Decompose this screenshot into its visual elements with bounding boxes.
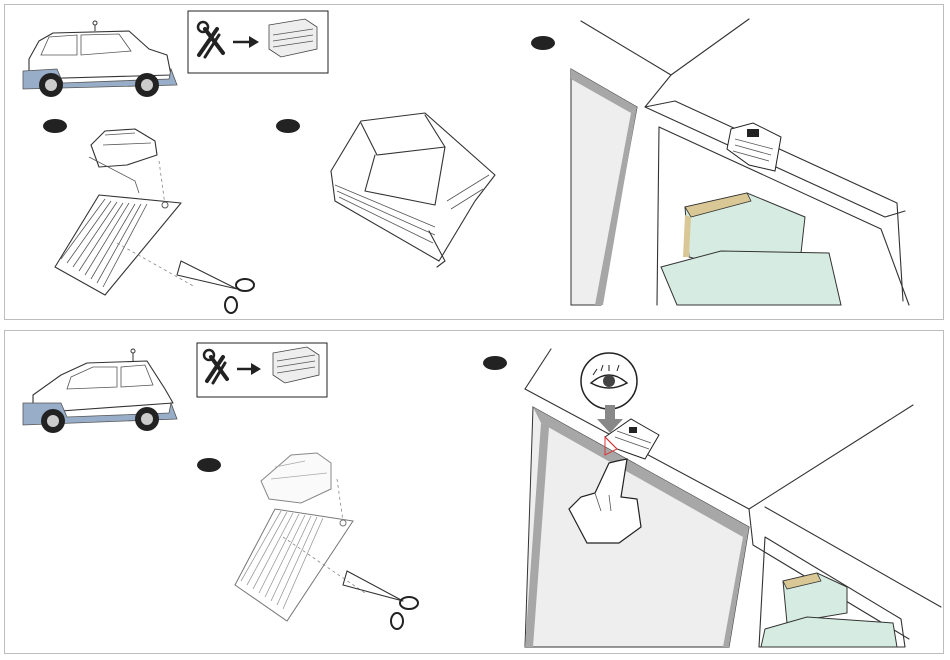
step-3-interior-view	[571, 19, 909, 305]
step-2-clip-detail	[331, 113, 495, 267]
step-badge-2	[483, 356, 507, 370]
panel-top	[4, 4, 944, 320]
eye-icon	[581, 353, 637, 409]
step-2-window-view	[525, 349, 941, 647]
step-1-drawing	[235, 453, 418, 629]
mounted-clip	[727, 123, 781, 171]
seat	[661, 193, 841, 305]
tools-box	[188, 11, 328, 73]
panel-bottom	[4, 330, 944, 654]
car-icon	[23, 21, 177, 97]
panel-top-drawing	[5, 5, 945, 321]
tools-box	[197, 343, 327, 397]
scissors-icon	[177, 261, 254, 313]
step-1-drawing	[55, 129, 254, 313]
panel-bottom-drawing	[5, 331, 945, 655]
scissors-icon	[343, 571, 418, 629]
car-icon	[23, 349, 177, 433]
step-badge-1	[197, 458, 221, 472]
step-badge-1	[43, 119, 67, 133]
step-badge-2	[276, 119, 300, 133]
step-badge-3	[531, 36, 555, 50]
seat	[761, 573, 897, 647]
